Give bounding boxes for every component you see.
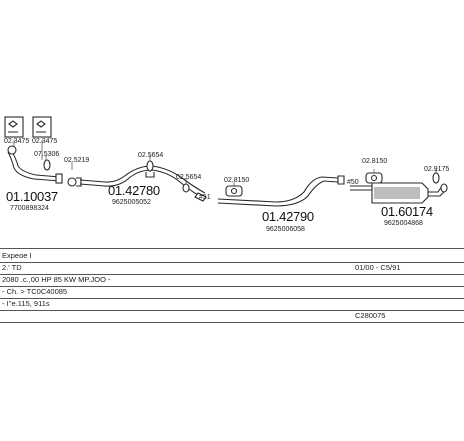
mount-c-label: 02.9175 (424, 166, 450, 173)
mount-a (225, 185, 243, 197)
row-left-text: 2080 .c.,00 HP 85 KW MP.JOO - (2, 275, 111, 284)
front-pipe-ref: 7700898324 (10, 205, 49, 212)
middle-pipe-code: 01.42780 (108, 183, 160, 198)
leader-lines (13, 140, 437, 186)
mount-c (432, 172, 440, 184)
table-rule (0, 274, 464, 275)
row-left-text: Expeoe I (2, 251, 32, 260)
fitting-kit-a-label: 02.3475 (4, 138, 30, 145)
clamp-a-label: 02.5219 (64, 157, 90, 164)
table-row: - Ch. > TC0C40085 (0, 286, 464, 298)
middle-pipe-ref: 9625005052 (112, 199, 151, 206)
flange-gasket-label: 07.5306 (34, 151, 60, 158)
marker-arrow-b: #50 (347, 179, 359, 186)
fitting-kit-a (4, 116, 24, 138)
table-rule (0, 262, 464, 263)
table-rule (0, 298, 464, 299)
row-left-text: 2.' TD (2, 263, 22, 272)
fitting-kit-b (32, 116, 52, 138)
table-row: Expeoe I (0, 250, 464, 262)
mount-b-label: 02.8150 (362, 158, 388, 165)
flange-gasket (43, 159, 51, 171)
table-row: 2080 .c.,00 HP 85 KW MP.JOO - (0, 274, 464, 286)
clamp-c (182, 183, 190, 193)
front-pipe-code: 01.10037 (6, 189, 58, 204)
intermediate-pipe (217, 175, 345, 207)
table-rule (0, 310, 464, 311)
table-top-rule (0, 248, 464, 249)
row-right-text: 01/00 - C5/91 (355, 263, 401, 272)
marker-arrow-a: #51 (199, 194, 211, 201)
fitting-kit-b-label: 02.3475 (32, 138, 58, 145)
rear-silencer-code: 01.60174 (381, 204, 433, 219)
mount-b (365, 172, 383, 184)
rear-silencer (350, 182, 448, 204)
row-right-text: C280075 (355, 311, 386, 320)
table-row: C280075 (0, 310, 464, 322)
mount-a-label: 02.8150 (224, 177, 250, 184)
intermediate-pipe-code: 01.42790 (262, 209, 314, 224)
table-bottom-rule (0, 322, 464, 323)
front-pipe (7, 145, 63, 184)
exhaust-diagram: 02.3475 02.3475 07.5306 02.5219 02.5654 … (4, 116, 450, 233)
clamp-a (67, 177, 82, 187)
vehicle-info-table: Expeoe I 2.' TD 01/00 - C5/91 2080 .c.,0… (0, 250, 464, 322)
row-left-text: - I''e.115, 911s (2, 299, 50, 308)
exhaust-drawing (4, 116, 448, 207)
intermediate-pipe-ref: 9625006058 (266, 226, 305, 233)
table-row: - I''e.115, 911s (0, 298, 464, 310)
clamp-c-label: 02.5654 (176, 174, 202, 181)
row-left-text: - Ch. > TC0C40085 (2, 287, 68, 296)
clamp-b-label: 02.5654 (138, 152, 164, 159)
table-row: 2.' TD 01/00 - C5/91 (0, 262, 464, 274)
clamp-b (145, 160, 155, 178)
rear-silencer-ref: 9625004868 (384, 220, 423, 227)
table-rule (0, 286, 464, 287)
